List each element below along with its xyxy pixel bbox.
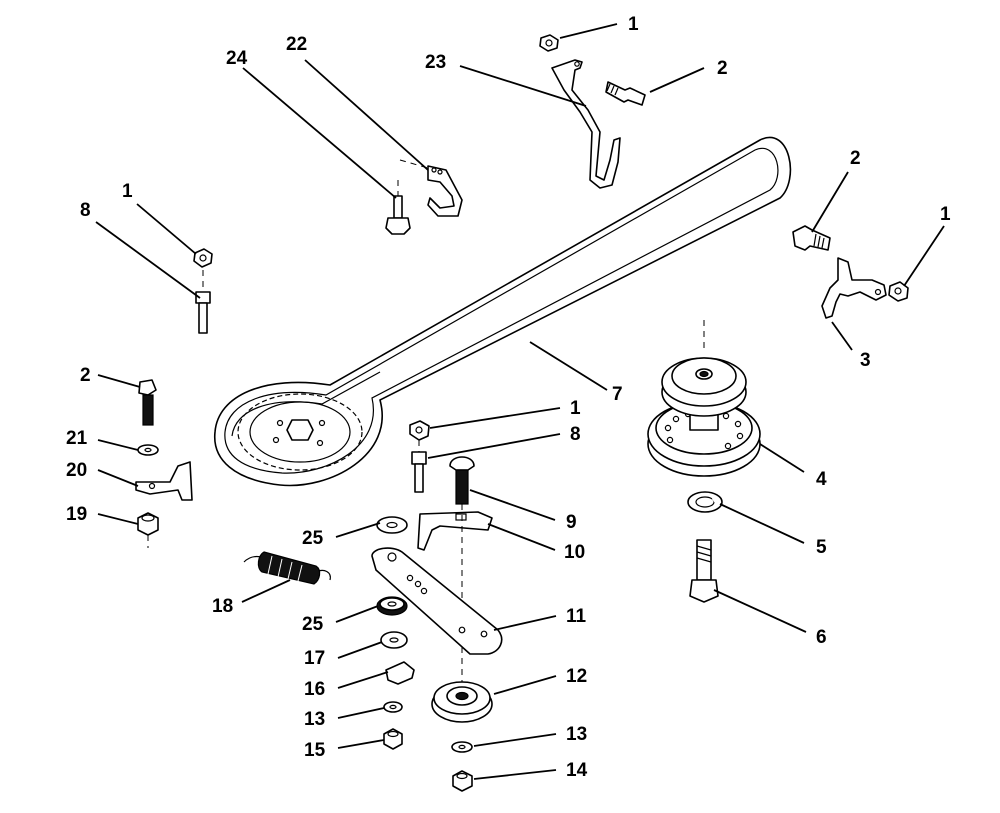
transmission-pulley-4 — [647, 320, 761, 477]
engine-pulley — [237, 393, 363, 471]
spacer-25-bottom — [376, 596, 408, 616]
nut-top-center — [539, 34, 559, 52]
carriage-bolt-9 — [449, 456, 475, 505]
callout-1: 1 — [628, 14, 639, 35]
nut-left-top — [193, 248, 213, 268]
drive-belt — [214, 136, 792, 487]
callout-11: 11 — [566, 606, 587, 627]
bracket-16 — [385, 661, 415, 685]
idler-pulley-12 — [431, 681, 493, 723]
callout-16: 16 — [304, 679, 325, 700]
nut-15 — [383, 728, 403, 750]
nut-14 — [452, 770, 473, 792]
idler-bracket-10 — [417, 511, 493, 551]
callout-12: 12 — [566, 666, 587, 687]
callout-3: 3 — [860, 350, 871, 371]
callout-1: 1 — [122, 181, 133, 202]
stud-8-left — [195, 270, 211, 334]
washer-13-left — [383, 701, 403, 713]
callout-19: 19 — [66, 504, 87, 525]
callout-10: 10 — [564, 542, 585, 563]
belt-guide-22 — [399, 159, 463, 217]
washer-17 — [380, 631, 408, 649]
callout-18: 18 — [212, 596, 233, 617]
bracket-20 — [135, 461, 193, 501]
callout-13: 13 — [304, 709, 325, 730]
callout-4: 4 — [816, 469, 827, 490]
nut-right — [888, 281, 909, 302]
bolt-top-right — [605, 81, 646, 106]
bracket-3 — [821, 257, 887, 319]
callout-2: 2 — [850, 148, 861, 169]
callout-20: 20 — [66, 460, 87, 481]
belt-guide-23 — [551, 59, 621, 189]
callout-labels: 1 2 23 22 24 2 1 3 1 8 7 4 2 21 20 19 1 … — [66, 14, 951, 781]
callout-13: 13 — [566, 724, 587, 745]
leader-lines — [95, 23, 945, 780]
bolt-24 — [385, 180, 411, 235]
nut-center — [409, 420, 430, 441]
callout-1: 1 — [570, 398, 581, 419]
callout-25: 25 — [302, 528, 324, 549]
lock-washer-5 — [687, 491, 723, 513]
callout-23: 23 — [425, 52, 446, 73]
washer-13-right — [451, 741, 473, 753]
callout-7: 7 — [612, 384, 623, 405]
spacer-25-top — [376, 516, 408, 534]
nut-19 — [137, 512, 159, 548]
callout-24: 24 — [226, 48, 248, 69]
callout-25: 25 — [302, 614, 324, 635]
callout-6: 6 — [816, 627, 827, 648]
callout-2: 2 — [80, 365, 91, 386]
callout-5: 5 — [816, 537, 827, 558]
callout-17: 17 — [304, 648, 325, 669]
callout-2: 2 — [717, 58, 728, 79]
spring-18 — [243, 551, 331, 585]
callout-8: 8 — [570, 424, 581, 445]
callout-15: 15 — [304, 740, 326, 761]
bolt-right — [792, 225, 831, 251]
callout-14: 14 — [566, 760, 588, 781]
stud-8-center — [411, 440, 427, 493]
callout-9: 9 — [566, 512, 577, 533]
callout-21: 21 — [66, 428, 88, 449]
bolt-left — [138, 379, 157, 426]
callout-8: 8 — [80, 200, 91, 221]
washer-21 — [137, 444, 159, 456]
bolt-6 — [689, 539, 719, 603]
callout-1: 1 — [940, 204, 951, 225]
idler-arm-11 — [371, 547, 503, 655]
callout-22: 22 — [286, 34, 307, 55]
